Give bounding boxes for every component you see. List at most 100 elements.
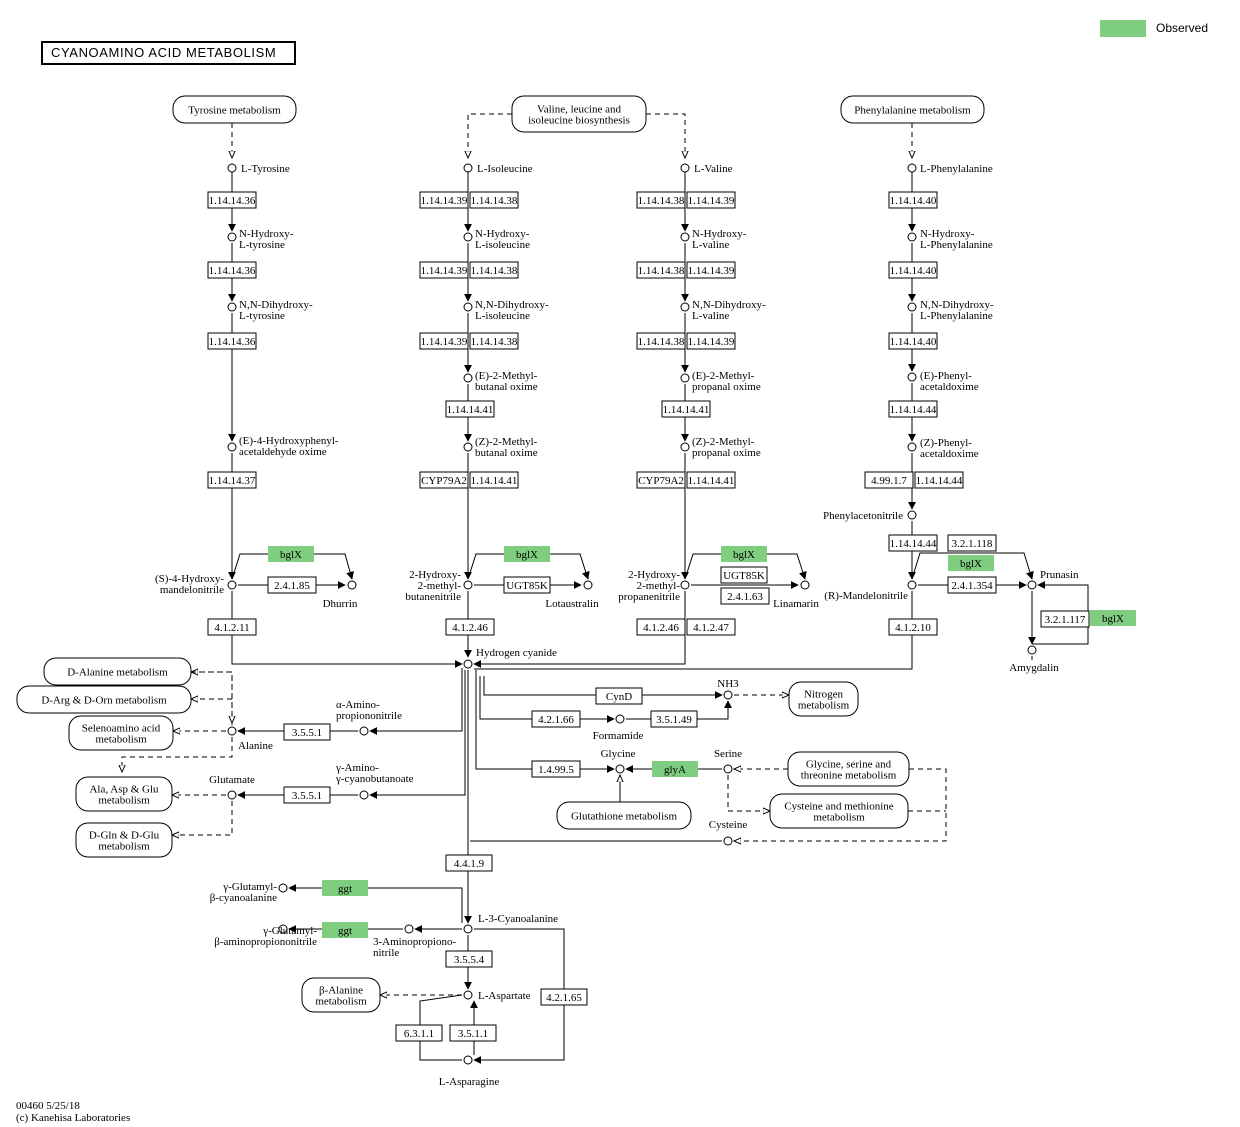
enzyme[interactable]: 3.5.1.1 <box>449 1024 497 1042</box>
compound-node[interactable] <box>907 163 917 173</box>
pathway-map-box[interactable] <box>172 95 297 124</box>
compound[interactable]: (Z)-Phenyl-acetaldoxime <box>907 437 979 460</box>
compound[interactable]: N,N-Dihydroxy-L-Phenylalanine <box>907 299 994 322</box>
enzyme-box[interactable] <box>469 261 519 279</box>
enzyme-box[interactable] <box>686 332 736 350</box>
compound[interactable]: 2-Hydroxy-2-methyl-propanenitrile <box>618 569 690 603</box>
compound[interactable]: Formamide <box>593 714 644 742</box>
enzyme-box[interactable] <box>419 471 469 489</box>
enzyme[interactable]: 1.14.14.36 <box>207 261 257 279</box>
compound[interactable]: Linamarin <box>773 580 819 610</box>
enzyme[interactable]: 4.2.1.66 <box>531 710 581 728</box>
pathway-map-d-arg-orn[interactable]: D-Arg & D-Orn metabolism <box>16 685 192 714</box>
compound-node[interactable] <box>615 714 625 724</box>
enzyme-box[interactable] <box>445 400 495 418</box>
enzyme-box[interactable] <box>207 618 257 636</box>
pathway-map-box[interactable] <box>787 751 910 787</box>
enzyme-box[interactable] <box>469 191 519 209</box>
enzyme-box[interactable] <box>652 761 698 777</box>
enzyme-box[interactable] <box>1090 610 1136 626</box>
enzyme-box[interactable] <box>636 618 686 636</box>
enzyme[interactable]: 1.14.14.38 <box>636 332 686 350</box>
pathway-map-box[interactable] <box>75 822 173 858</box>
enzyme-box[interactable] <box>283 786 331 804</box>
compound-node[interactable] <box>227 580 237 590</box>
compound[interactable]: (Z)-2-Methyl-butanal oxime <box>463 436 538 459</box>
enzyme-box[interactable] <box>947 576 997 594</box>
pathway-map-tyrosine[interactable]: Tyrosine metabolism <box>172 95 297 124</box>
enzyme-box[interactable] <box>947 534 997 552</box>
enzyme-box[interactable] <box>636 191 686 209</box>
enzyme[interactable]: 1.14.14.39 <box>686 332 736 350</box>
compound[interactable]: L-3-Cyanoalanine <box>463 913 558 934</box>
enzyme[interactable]: 4.1.2.10 <box>888 618 938 636</box>
pathway-map-phenylalanine[interactable]: Phenylalanine metabolism <box>840 95 985 124</box>
pathway-map-box[interactable] <box>840 95 985 124</box>
compound-node[interactable] <box>463 1055 473 1065</box>
enzyme-box[interactable] <box>888 261 938 279</box>
enzyme[interactable]: 1.14.14.41 <box>445 400 495 418</box>
compound[interactable]: L-Aspartate <box>463 990 531 1002</box>
compound-node[interactable] <box>680 580 690 590</box>
enzyme[interactable]: 1.14.14.41 <box>686 471 736 489</box>
enzyme[interactable]: 6.3.1.1 <box>395 1024 443 1042</box>
compound[interactable]: L-Tyrosine <box>227 163 290 175</box>
enzyme[interactable]: 2.4.1.354 <box>947 576 997 594</box>
compound[interactable]: (E)-4-Hydroxyphenyl-acetaldehyde oxime <box>227 435 339 458</box>
compound-node[interactable] <box>463 442 473 452</box>
enzyme-box[interactable] <box>469 332 519 350</box>
enzyme[interactable]: 1.14.14.38 <box>636 191 686 209</box>
compound-node[interactable] <box>347 580 357 590</box>
compound-node[interactable] <box>680 232 690 242</box>
enzyme-box[interactable] <box>721 546 767 562</box>
compound-node[interactable] <box>227 442 237 452</box>
enzyme-box[interactable] <box>888 191 938 209</box>
enzyme-box[interactable] <box>322 880 368 896</box>
enzyme-observed[interactable]: bglX <box>268 546 314 562</box>
compound-node[interactable] <box>907 580 917 590</box>
enzyme-observed[interactable]: bglX <box>721 546 767 562</box>
compound-node[interactable] <box>227 232 237 242</box>
enzyme-box[interactable] <box>650 710 698 728</box>
enzyme[interactable]: 3.5.5.4 <box>445 950 493 968</box>
enzyme-box[interactable] <box>469 471 519 489</box>
enzyme-box[interactable] <box>419 261 469 279</box>
pathway-map-box[interactable] <box>769 793 909 829</box>
enzyme-box[interactable] <box>914 471 964 489</box>
pathway-map-box[interactable] <box>511 95 647 133</box>
compound[interactable]: N-Hydroxy-L-Phenylalanine <box>907 228 993 251</box>
compound[interactable]: NH3 <box>717 678 739 700</box>
compound-node[interactable] <box>227 302 237 312</box>
enzyme[interactable]: 1.14.14.38 <box>469 191 519 209</box>
enzyme[interactable]: UGT85K <box>720 566 768 584</box>
compound-node[interactable] <box>463 232 473 242</box>
enzyme[interactable]: 4.99.1.7 <box>864 471 914 489</box>
compound[interactable]: N,N-Dihydroxy-L-isoleucine <box>463 299 549 322</box>
compound-node[interactable] <box>359 726 369 736</box>
compound-node[interactable] <box>404 924 414 934</box>
pathway-map-box[interactable] <box>788 681 859 717</box>
enzyme[interactable]: CYP79A2 <box>419 471 469 489</box>
compound-node[interactable] <box>227 790 237 800</box>
compound-node[interactable] <box>227 726 237 736</box>
enzyme-box[interactable] <box>1040 610 1090 628</box>
enzyme-box[interactable] <box>948 555 994 571</box>
enzyme[interactable]: 2.4.1.63 <box>720 587 770 605</box>
compound[interactable]: Glutamate <box>209 774 255 800</box>
enzyme-box[interactable] <box>419 332 469 350</box>
enzyme[interactable]: 3.5.5.1 <box>283 786 331 804</box>
enzyme-observed[interactable]: bglX <box>948 555 994 571</box>
enzyme[interactable]: 1.14.14.38 <box>469 261 519 279</box>
pathway-map-glutathione[interactable]: Glutathione metabolism <box>556 801 692 830</box>
compound[interactable]: (Z)-2-Methyl-propanal oxime <box>680 436 761 459</box>
enzyme-box[interactable] <box>540 988 588 1006</box>
enzyme-box[interactable] <box>445 854 493 872</box>
pathway-map-box[interactable] <box>16 685 192 714</box>
compound-node[interactable] <box>907 302 917 312</box>
enzyme[interactable]: 1.14.14.39 <box>686 191 736 209</box>
enzyme-observed[interactable]: ggt <box>322 880 368 896</box>
